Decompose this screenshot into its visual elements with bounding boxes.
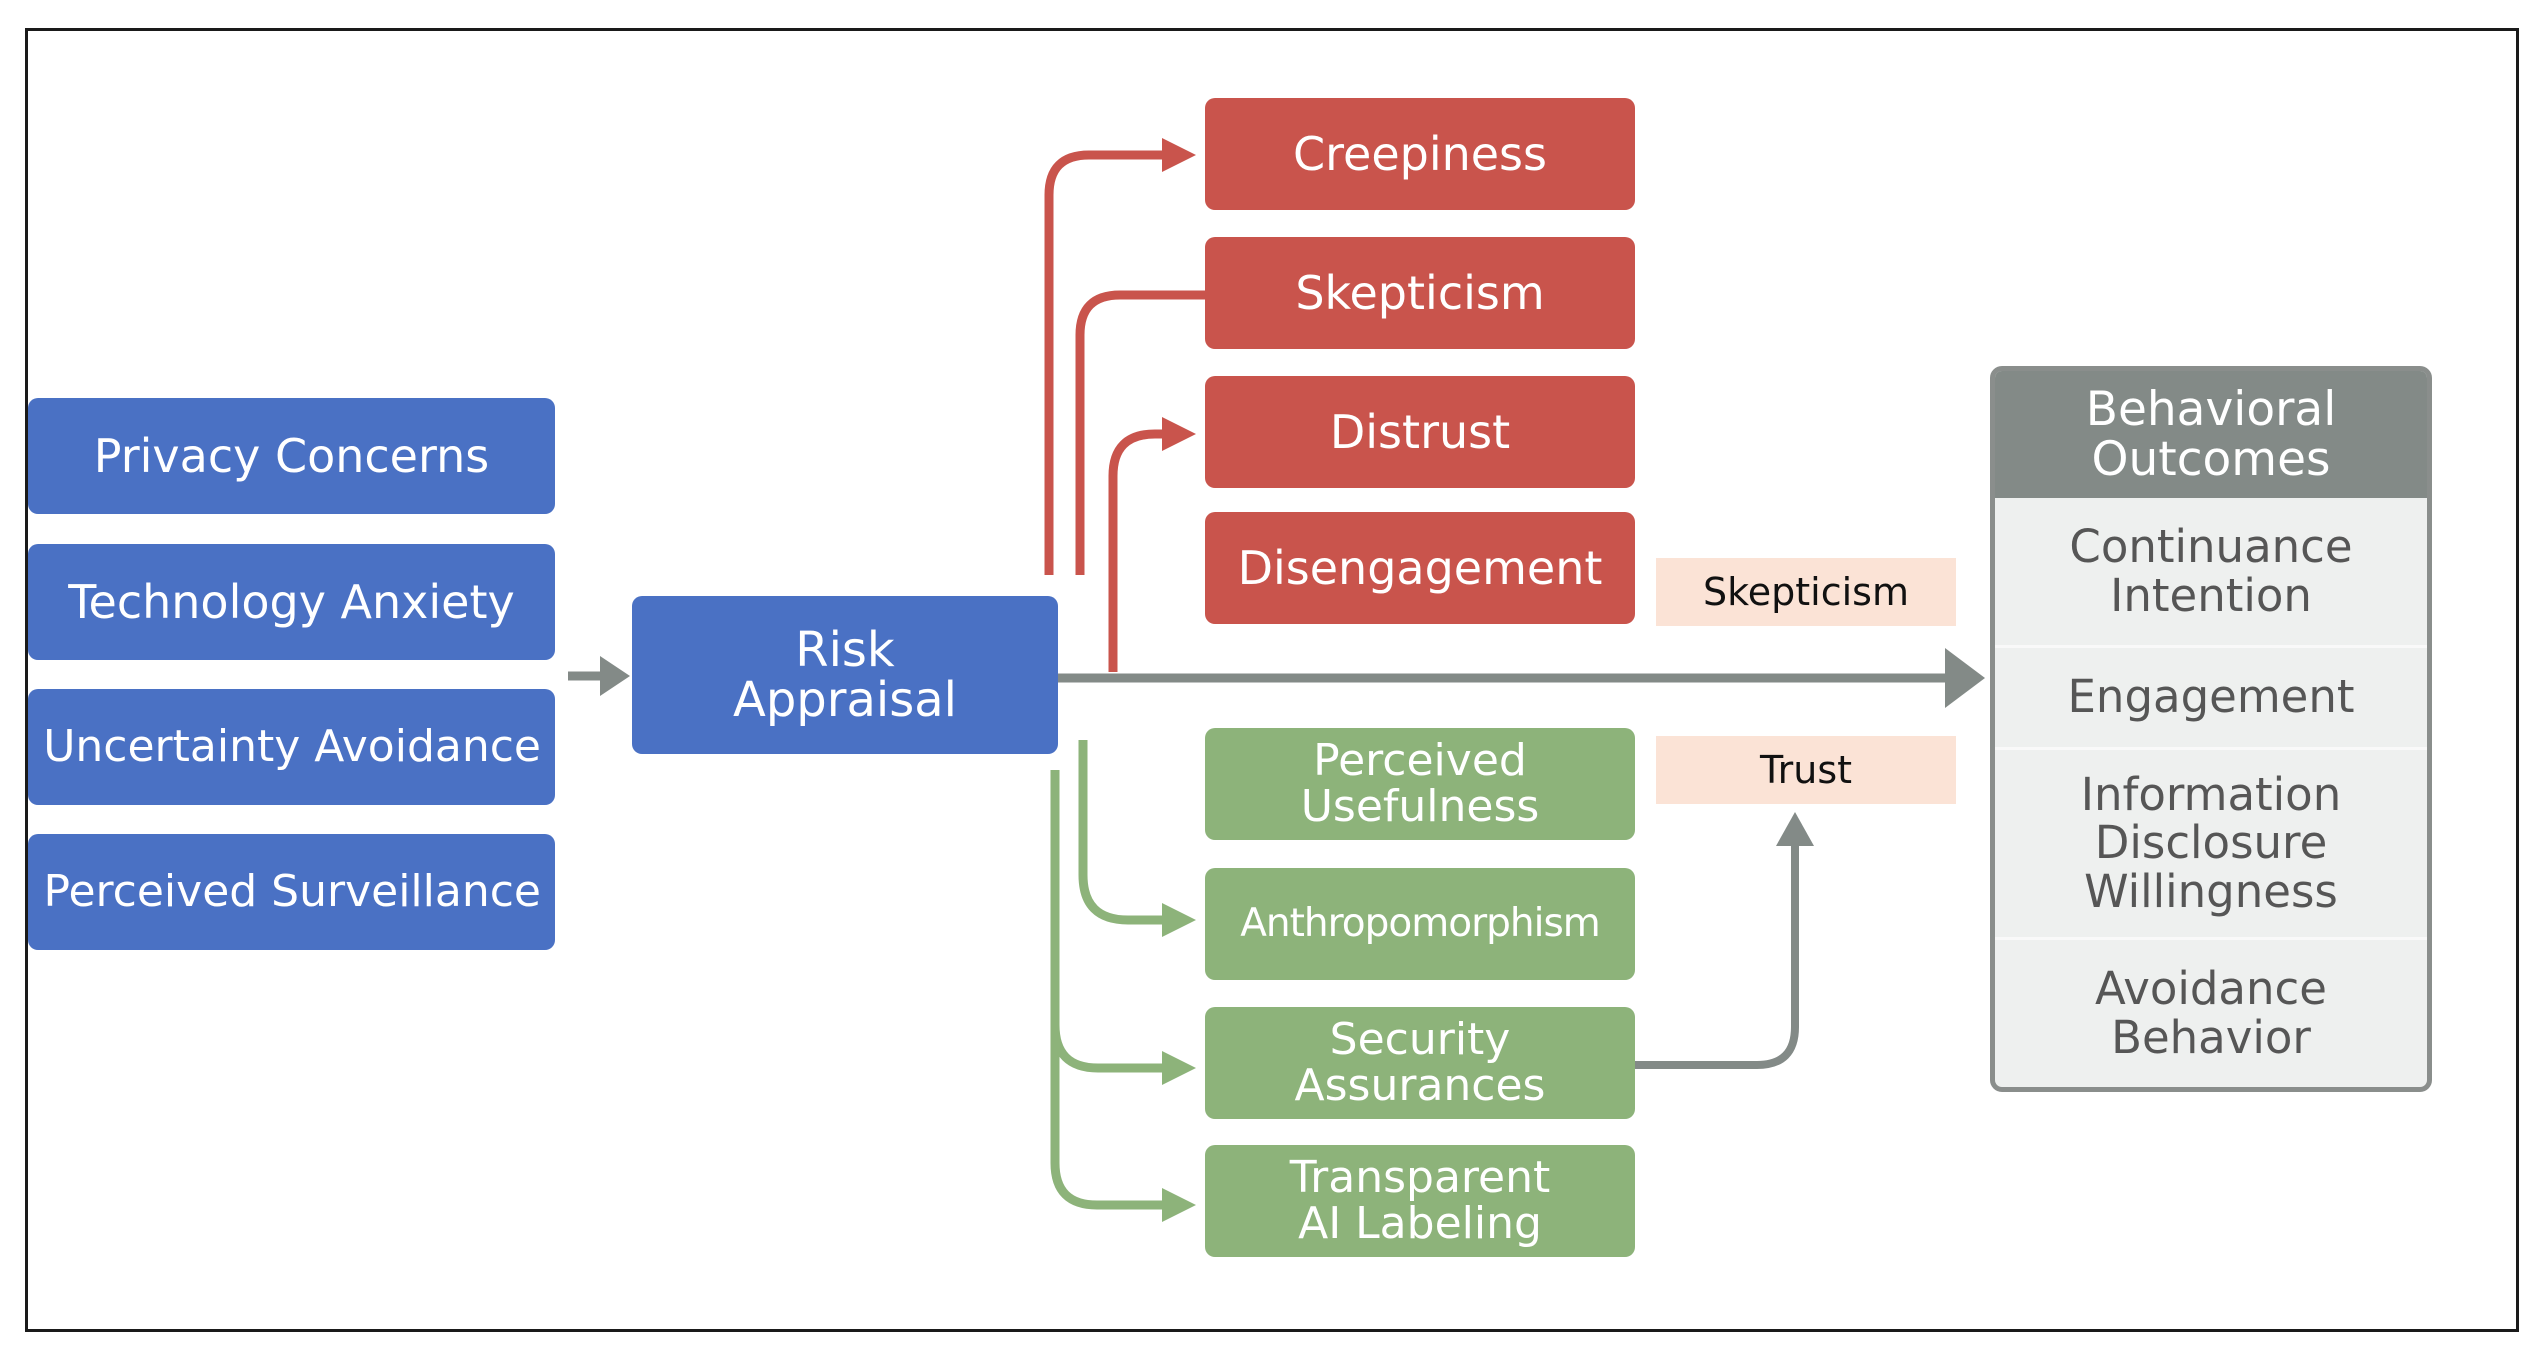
skepticism-tag: Skepticism — [1656, 558, 1956, 626]
outcome-label: Continuance Intention — [2069, 519, 2353, 622]
perceived-surveillance-box: Perceived Surveillance — [28, 834, 555, 950]
anthropomorphism-label: Anthropomorphism — [1240, 900, 1601, 946]
negative-connectors — [1044, 150, 1205, 672]
skepticism-label: Skepticism — [1295, 265, 1545, 320]
behavioral-outcomes-panel: Behavioral Outcomes Continuance Intentio… — [1990, 366, 2432, 1092]
transparent-ai-labeling-label: Transparent AI Labeling — [1289, 1151, 1551, 1249]
security-arrowhead — [1162, 1051, 1196, 1085]
trust-tag-label: Trust — [1759, 748, 1853, 792]
transparent-arrowhead — [1162, 1188, 1196, 1222]
distrust-label: Distrust — [1329, 404, 1511, 459]
outcome-label: Engagement — [2067, 670, 2355, 724]
disengagement-box: Disengagement — [1205, 512, 1635, 624]
anthropomorphism-box: Anthropomorphism — [1205, 868, 1635, 980]
security-assurances-label: Security Assurances — [1294, 1013, 1546, 1111]
privacy-concerns-label: Privacy Concerns — [93, 428, 490, 483]
perceived-usefulness-label: Perceived Usefulness — [1300, 734, 1540, 832]
technology-anxiety-label: Technology Anxiety — [68, 574, 515, 629]
creepiness-arrowhead — [1162, 138, 1196, 172]
privacy-concerns-box: Privacy Concerns — [28, 398, 555, 514]
skepticism-tag-label: Skepticism — [1703, 570, 1909, 614]
disengagement-label: Disengagement — [1237, 540, 1603, 595]
uncertainty-avoidance-box: Uncertainty Avoidance — [28, 689, 555, 805]
security-to-trust-arrow — [1635, 812, 1814, 1069]
creepiness-box: Creepiness — [1205, 98, 1635, 210]
creepiness-label: Creepiness — [1293, 126, 1547, 181]
input-to-risk-arrow — [568, 656, 630, 696]
risk-to-outcomes-arrow — [1058, 648, 1985, 708]
risk-appraisal-box: Risk Appraisal — [632, 596, 1058, 754]
perceived-usefulness-box: Perceived Usefulness — [1205, 728, 1635, 840]
outcome-information-disclosure: Information Disclosure Willingness — [1995, 750, 2427, 940]
security-assurances-box: Security Assurances — [1205, 1007, 1635, 1119]
outcome-engagement: Engagement — [1995, 648, 2427, 750]
trust-tag: Trust — [1656, 736, 1956, 804]
outcomes-title-text: Behavioral Outcomes — [2085, 382, 2337, 487]
outcome-label: Avoidance Behavior — [2095, 961, 2327, 1064]
risk-appraisal-label: Risk Appraisal — [732, 621, 957, 728]
distrust-box: Distrust — [1205, 376, 1635, 488]
transparent-ai-labeling-box: Transparent AI Labeling — [1205, 1145, 1635, 1257]
technology-anxiety-box: Technology Anxiety — [28, 544, 555, 660]
outcome-label: Information Disclosure Willingness — [2080, 767, 2342, 918]
distrust-arrowhead — [1162, 417, 1196, 451]
uncertainty-avoidance-label: Uncertainty Avoidance — [43, 720, 541, 772]
outcome-continuance-intention: Continuance Intention — [1995, 498, 2427, 648]
outcomes-title: Behavioral Outcomes — [1995, 371, 2427, 498]
perceived-surveillance-label: Perceived Surveillance — [43, 865, 541, 917]
anthropomorphism-arrowhead — [1162, 903, 1196, 937]
outcome-avoidance-behavior: Avoidance Behavior — [1995, 940, 2427, 1087]
positive-connectors — [1050, 740, 1170, 1210]
skepticism-box: Skepticism — [1205, 237, 1635, 349]
